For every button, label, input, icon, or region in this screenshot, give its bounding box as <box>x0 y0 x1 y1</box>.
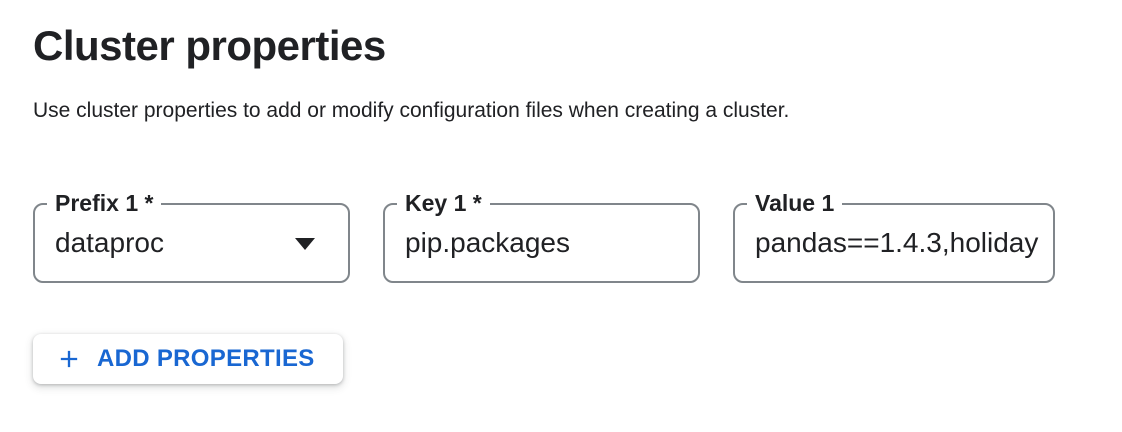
key-label: Key 1 * <box>397 189 490 217</box>
add-properties-label: ADD PROPERTIES <box>97 345 315 372</box>
prefix-label: Prefix 1 * <box>47 189 162 217</box>
key-field: Key 1 * <box>383 189 700 283</box>
add-properties-button[interactable]: ADD PROPERTIES <box>33 334 343 384</box>
page-description: Use cluster properties to add or modify … <box>33 99 790 122</box>
prefix-selected-value: dataproc <box>55 227 164 258</box>
value-input[interactable] <box>735 205 1053 281</box>
key-input[interactable] <box>385 205 698 281</box>
caret-down-icon <box>295 238 315 250</box>
value-label: Value 1 <box>747 189 843 217</box>
prefix-select[interactable]: Prefix 1 * dataproc <box>33 189 350 283</box>
page-title: Cluster properties <box>33 22 386 69</box>
plus-icon <box>55 345 83 373</box>
value-field: Value 1 <box>733 189 1055 283</box>
cluster-property-row: Prefix 1 * dataproc Key 1 * Value 1 <box>33 189 1093 283</box>
